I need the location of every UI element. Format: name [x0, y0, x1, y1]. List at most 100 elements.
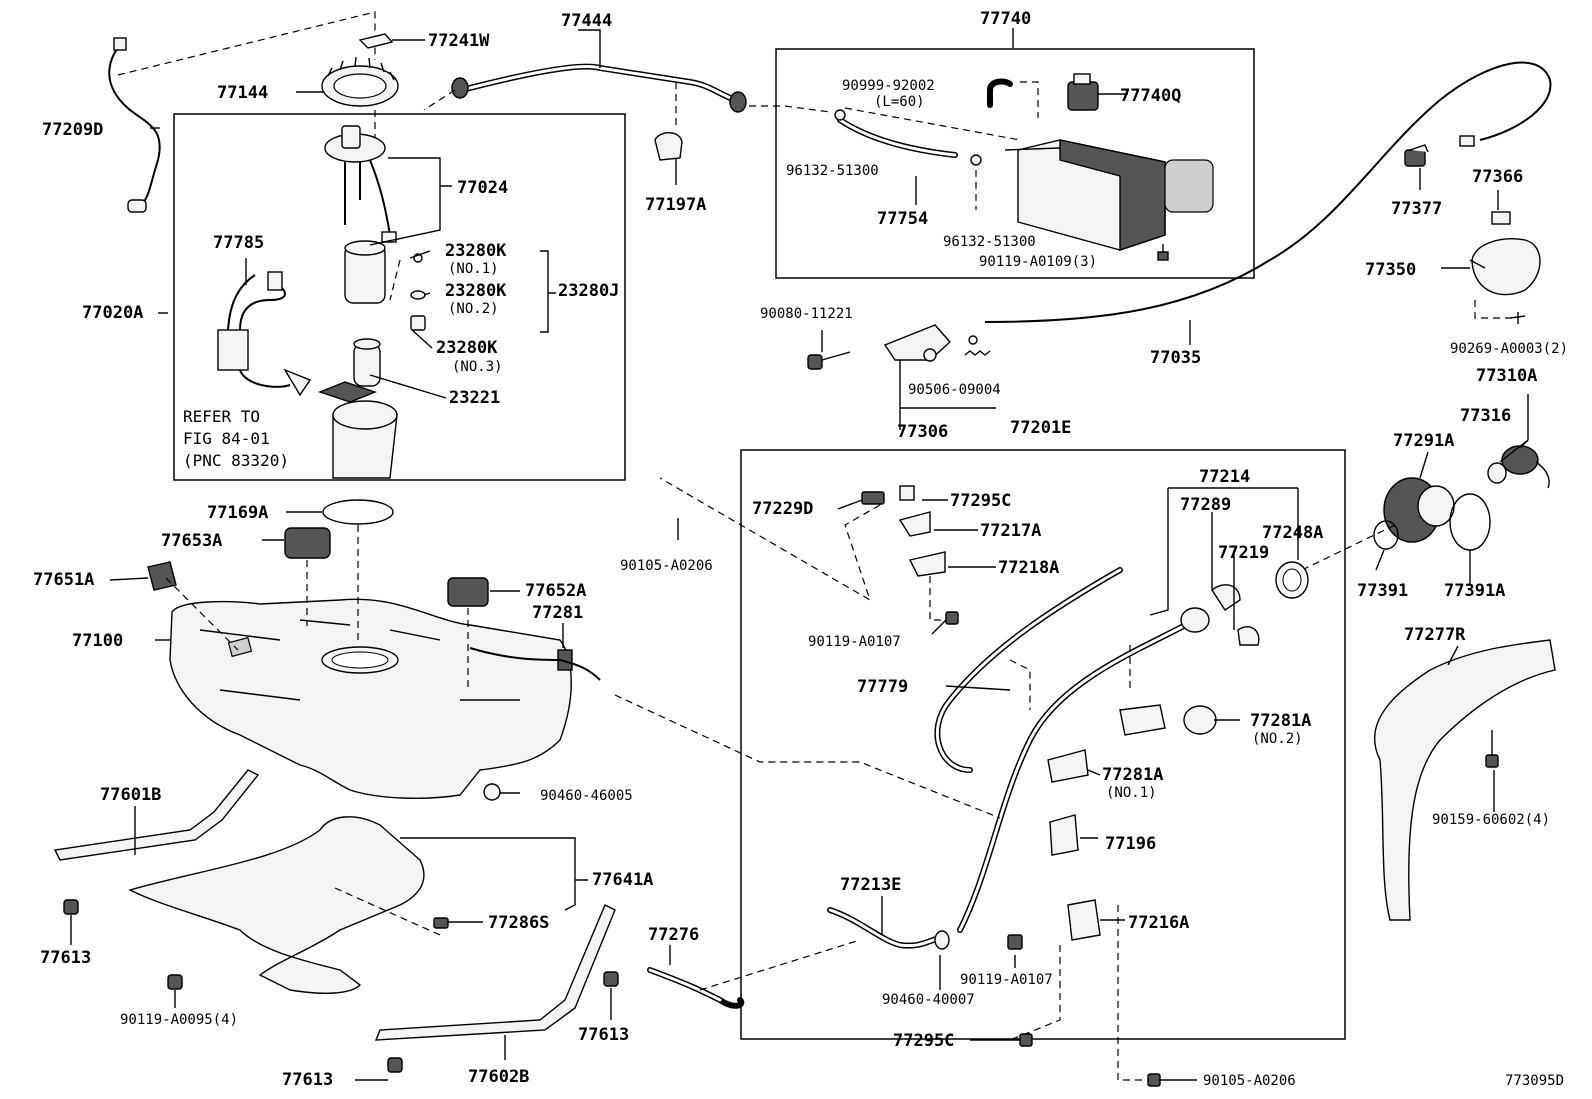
- label-77218A: 77218A: [998, 558, 1059, 578]
- sensor-77281-part: [469, 647, 601, 681]
- label-77366: 77366: [1472, 167, 1523, 187]
- label-90999-92002: 90999-92002: [842, 78, 935, 94]
- label-77377: 77377: [1391, 199, 1442, 219]
- label-77391: 77391: [1357, 581, 1408, 601]
- clamp-77197A-part: [654, 132, 683, 161]
- clip-96132-a: [834, 109, 846, 121]
- label-77602B: 77602B: [468, 1067, 529, 1087]
- label-77316: 77316: [1460, 406, 1511, 426]
- bolt-90105-A0206-b: [1147, 1073, 1161, 1087]
- label-77209D: 77209D: [42, 120, 103, 140]
- label-77350: 77350: [1365, 260, 1416, 280]
- clamp-90460-46005-part: [483, 783, 501, 801]
- label-90460-46005: 90460-46005: [540, 788, 633, 804]
- bolt-90119-A0107-a: [945, 611, 959, 625]
- clamp-90460-40007-part: [934, 930, 950, 950]
- label-77201E: 77201E: [1010, 418, 1071, 438]
- label-77295C-b: 77295C: [893, 1031, 954, 1051]
- protector-77641A-part: [128, 816, 425, 994]
- label-23280K-1-note: (NO.1): [448, 261, 499, 277]
- clip-77286S-part: [433, 917, 449, 929]
- sender-wire-77209D: [108, 37, 161, 213]
- label-77281A-1: 77281A: [1102, 765, 1163, 785]
- label-90119-A0109: 90119-A0109(3): [979, 254, 1097, 270]
- label-77652A: 77652A: [525, 581, 586, 601]
- label-77310A: 77310A: [1476, 366, 1537, 386]
- label-77248A: 77248A: [1262, 523, 1323, 543]
- label-77613-b: 77613: [578, 1025, 629, 1045]
- label-77289: 77289: [1180, 495, 1231, 515]
- bolt-77613-a: [63, 899, 79, 915]
- bolt-77613-b: [603, 971, 619, 987]
- lock-ring-77144-part: [321, 56, 399, 107]
- label-77196: 77196: [1105, 834, 1156, 854]
- label-90159-60602: 90159-60602(4): [1432, 812, 1550, 828]
- harness-77785-part: [217, 271, 312, 397]
- label-77241W: 77241W: [428, 31, 490, 51]
- bracket-77216A-part: [1067, 899, 1101, 941]
- label-77391A: 77391A: [1444, 581, 1505, 601]
- clip-77295C-b-part: [1019, 1033, 1033, 1047]
- label-77740Q: 77740Q: [1120, 86, 1181, 106]
- fuel-pump-assembly-box: [173, 113, 626, 481]
- label-90119-A0107-a: 90119-A0107: [808, 634, 901, 650]
- diagram-id: 773095D: [1505, 1073, 1564, 1089]
- filter-parts-23280K: [389, 253, 426, 331]
- seal-halves-77289-77219: [1211, 584, 1260, 646]
- label-77281A-2-note: (NO.2): [1252, 731, 1303, 747]
- clip-77241W-part: [358, 33, 394, 49]
- label-96132-51300-a: 96132-51300: [786, 163, 879, 179]
- bolt-90119-A0109: [1157, 244, 1169, 261]
- vent-hose-77444-part: [451, 63, 747, 113]
- filler-pipe-box: [740, 449, 1346, 1040]
- label-23280K-2-note: (NO.2): [448, 301, 499, 317]
- label-77020A: 77020A: [82, 303, 143, 323]
- breather-tube-77779-part: [934, 567, 1123, 773]
- cushion-77651A-part: [147, 561, 177, 591]
- label-90119-A0107-b: 90119-A0107: [960, 972, 1053, 988]
- label-23221: 23221: [449, 388, 500, 408]
- gasket-77169A-part: [322, 499, 394, 525]
- label-90105-A0206-b: 90105-A0206: [1203, 1073, 1296, 1089]
- bolt-90159-part: [1485, 730, 1499, 768]
- bracket-group-77229D: [659, 477, 946, 621]
- label-90269-A0003: 90269-A0003(2): [1450, 341, 1568, 357]
- label-90460-40007: 90460-40007: [882, 992, 975, 1008]
- label-90105-A0206-a: 90105-A0206: [620, 558, 713, 574]
- cap-77316-part: [1487, 445, 1550, 489]
- label-77785: 77785: [213, 233, 264, 253]
- bolt-77613-c: [387, 1057, 403, 1073]
- label-77641A: 77641A: [592, 870, 653, 890]
- pump-body-part: [344, 240, 386, 304]
- label-77601B: 77601B: [100, 785, 161, 805]
- label-77229D: 77229D: [752, 499, 813, 519]
- label-77100: 77100: [72, 631, 123, 651]
- cushion-77653A-part: [284, 527, 331, 559]
- label-77216A: 77216A: [1128, 913, 1189, 933]
- label-77217A: 77217A: [980, 521, 1041, 541]
- label-77613-a: 77613: [40, 948, 91, 968]
- splash-shield-77277R-part: [1373, 639, 1556, 921]
- bolt-90080-part: [807, 351, 851, 370]
- label-77281: 77281: [532, 603, 583, 623]
- label-90080-11221: 90080-11221: [760, 306, 853, 322]
- cushion-77366-part: [1491, 211, 1511, 225]
- inlet-77291A-part: [1383, 477, 1455, 543]
- label-90119-A0095: 90119-A0095(4): [120, 1012, 238, 1028]
- label-96132-51300-b: 96132-51300: [943, 234, 1036, 250]
- screw-90269-part: [1509, 312, 1526, 324]
- opener-lever-77306-part: [883, 324, 991, 362]
- hose-90999-part: [987, 78, 1013, 108]
- canister-77740-part: [1004, 139, 1214, 251]
- label-77277R: 77277R: [1404, 625, 1466, 645]
- lock-77377-part: [1404, 144, 1429, 167]
- label-77276: 77276: [648, 925, 699, 945]
- label-77214: 77214: [1199, 467, 1250, 487]
- label-77306: 77306: [897, 422, 948, 442]
- hose-77213E-part: [827, 907, 943, 949]
- label-23280K-2: 23280K: [445, 281, 507, 301]
- label-23280K-1: 23280K: [445, 241, 507, 261]
- strap-77602B-part: [374, 904, 616, 1041]
- ring-77391-part: [1373, 520, 1399, 550]
